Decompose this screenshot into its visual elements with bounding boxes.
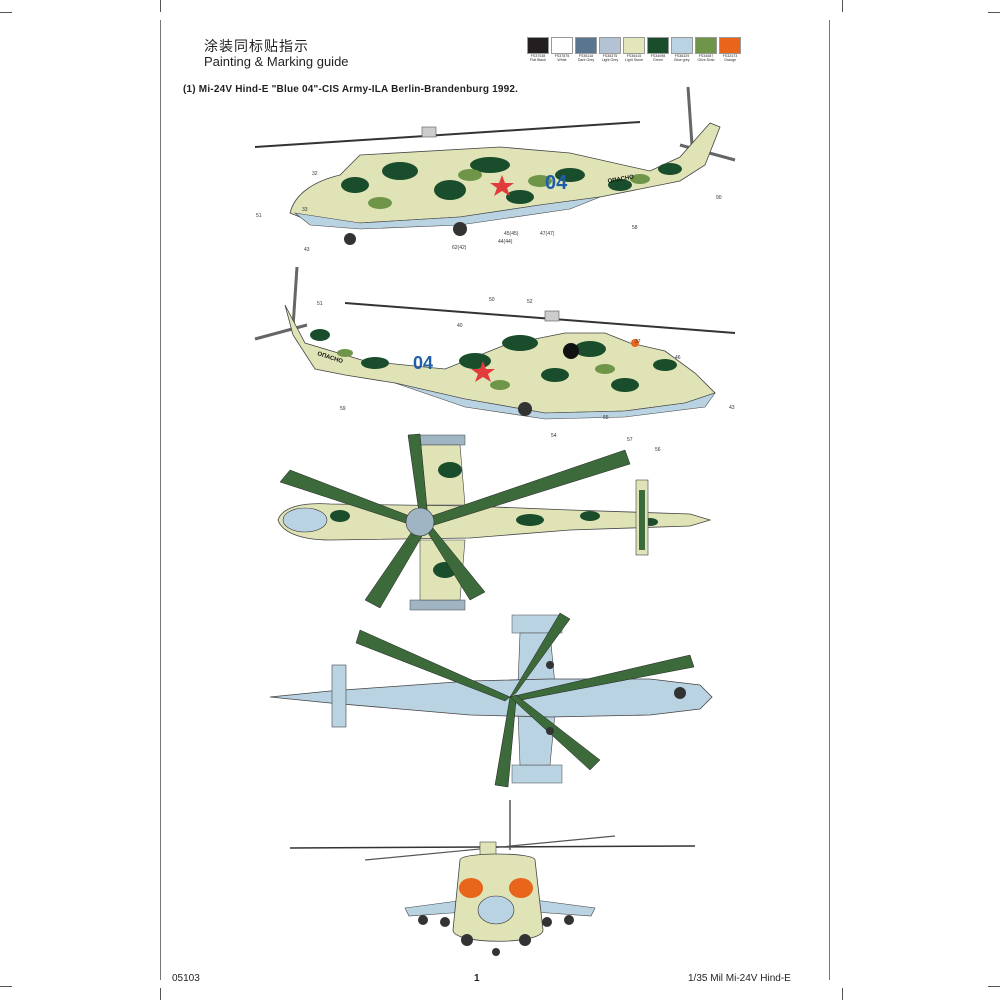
top-view — [277, 433, 712, 611]
svg-text:59: 59 — [340, 406, 346, 412]
swatch-name: Orange — [724, 58, 736, 63]
swatch-color — [551, 37, 573, 54]
svg-text:54: 54 — [551, 433, 557, 439]
swatch-name: Green — [653, 58, 663, 63]
swatch-code: FS36329 — [674, 54, 690, 58]
front-view — [289, 800, 696, 956]
swatch-name: Light Grey — [601, 58, 619, 63]
swatch-color — [671, 37, 693, 54]
left-profile-view: 04 ОПАСНО 32 33 51 43 44(44) 45(45) 47(47) 5… — [254, 86, 736, 253]
swatch-code: FS37875 — [554, 54, 570, 58]
nose-stencil: ОПАСНО — [607, 174, 634, 185]
fuselage — [289, 122, 721, 224]
crop-mark — [0, 12, 12, 13]
catalog-number: 05103 — [172, 973, 200, 984]
swatch-code: FS36375 — [602, 54, 618, 58]
svg-text:52: 52 — [527, 299, 533, 305]
crop-mark — [842, 0, 843, 12]
svg-text:33: 33 — [302, 207, 308, 213]
swatch-color — [599, 37, 621, 54]
red-star-icon — [471, 361, 495, 382]
swatch-name: Blue grey — [674, 58, 690, 63]
main-rotor-blade — [344, 302, 736, 334]
swatch-name: Light Stone — [624, 58, 644, 63]
svg-text:45(45): 45(45) — [504, 231, 519, 237]
model-title: 1/35 Mil Mi-24V Hind-E — [688, 973, 791, 984]
swatch-color — [527, 37, 549, 54]
svg-text:90: 90 — [716, 195, 722, 201]
crop-mark — [160, 988, 161, 1000]
scheme-title: (1) Mi-24V Hind-E "Blue 04"-CIS Army-ILA… — [183, 84, 519, 95]
swatch-name: Dark Grey — [577, 58, 595, 63]
red-star-icon — [490, 175, 514, 196]
page-frame — [160, 20, 830, 980]
bottom-view — [269, 612, 713, 788]
title-chinese: 涂装同标贴指示 — [204, 39, 309, 55]
svg-text:57: 57 — [627, 437, 633, 443]
crop-mark — [160, 0, 161, 12]
tail-number: 04 — [545, 172, 568, 194]
swatch-color — [623, 37, 645, 54]
svg-text:55: 55 — [603, 415, 609, 421]
svg-text:46: 46 — [675, 355, 681, 361]
svg-text:32: 32 — [312, 171, 318, 177]
svg-text:56: 56 — [655, 447, 661, 453]
svg-text:47(47): 47(47) — [540, 231, 555, 237]
svg-text:51: 51 — [256, 213, 262, 219]
crop-mark — [0, 986, 12, 987]
svg-text:43: 43 — [729, 405, 735, 411]
svg-text:58: 58 — [632, 225, 638, 231]
svg-text:43: 43 — [304, 247, 310, 253]
svg-text:51: 51 — [317, 301, 323, 307]
swatch-code: FS34098 — [650, 54, 666, 58]
svg-text:37: 37 — [635, 339, 641, 345]
swatch-code: FS37038 — [530, 54, 546, 58]
swatch-color — [719, 37, 741, 54]
title-english: Painting & Marking guide — [204, 54, 349, 69]
crop-mark — [842, 988, 843, 1000]
swatch-name: White — [557, 58, 567, 63]
rotor-hub — [405, 507, 435, 537]
crop-mark — [988, 12, 1000, 13]
swatch-code: FS36415 — [626, 54, 642, 58]
tail-number: 04 — [413, 353, 433, 373]
swatch-color — [647, 37, 669, 54]
swatch-color — [695, 37, 717, 54]
page-number: 1 — [474, 973, 480, 984]
swatch-name: Olive Drab — [697, 58, 715, 63]
main-rotor-blade — [254, 121, 641, 148]
swatch-name: Flat Black — [530, 58, 546, 63]
svg-text:44(44): 44(44) — [498, 239, 513, 245]
fuselage — [284, 304, 716, 414]
svg-text:40: 40 — [457, 323, 463, 329]
svg-text:50: 50 — [489, 297, 495, 303]
svg-text:62(42): 62(42) — [452, 245, 467, 251]
crop-mark — [988, 986, 1000, 987]
swatch-color — [575, 37, 597, 54]
swatch-code: FS32473 — [722, 54, 738, 58]
swatch-code: FS36118 — [578, 54, 594, 58]
swatch-code: FS34087 — [698, 54, 714, 58]
